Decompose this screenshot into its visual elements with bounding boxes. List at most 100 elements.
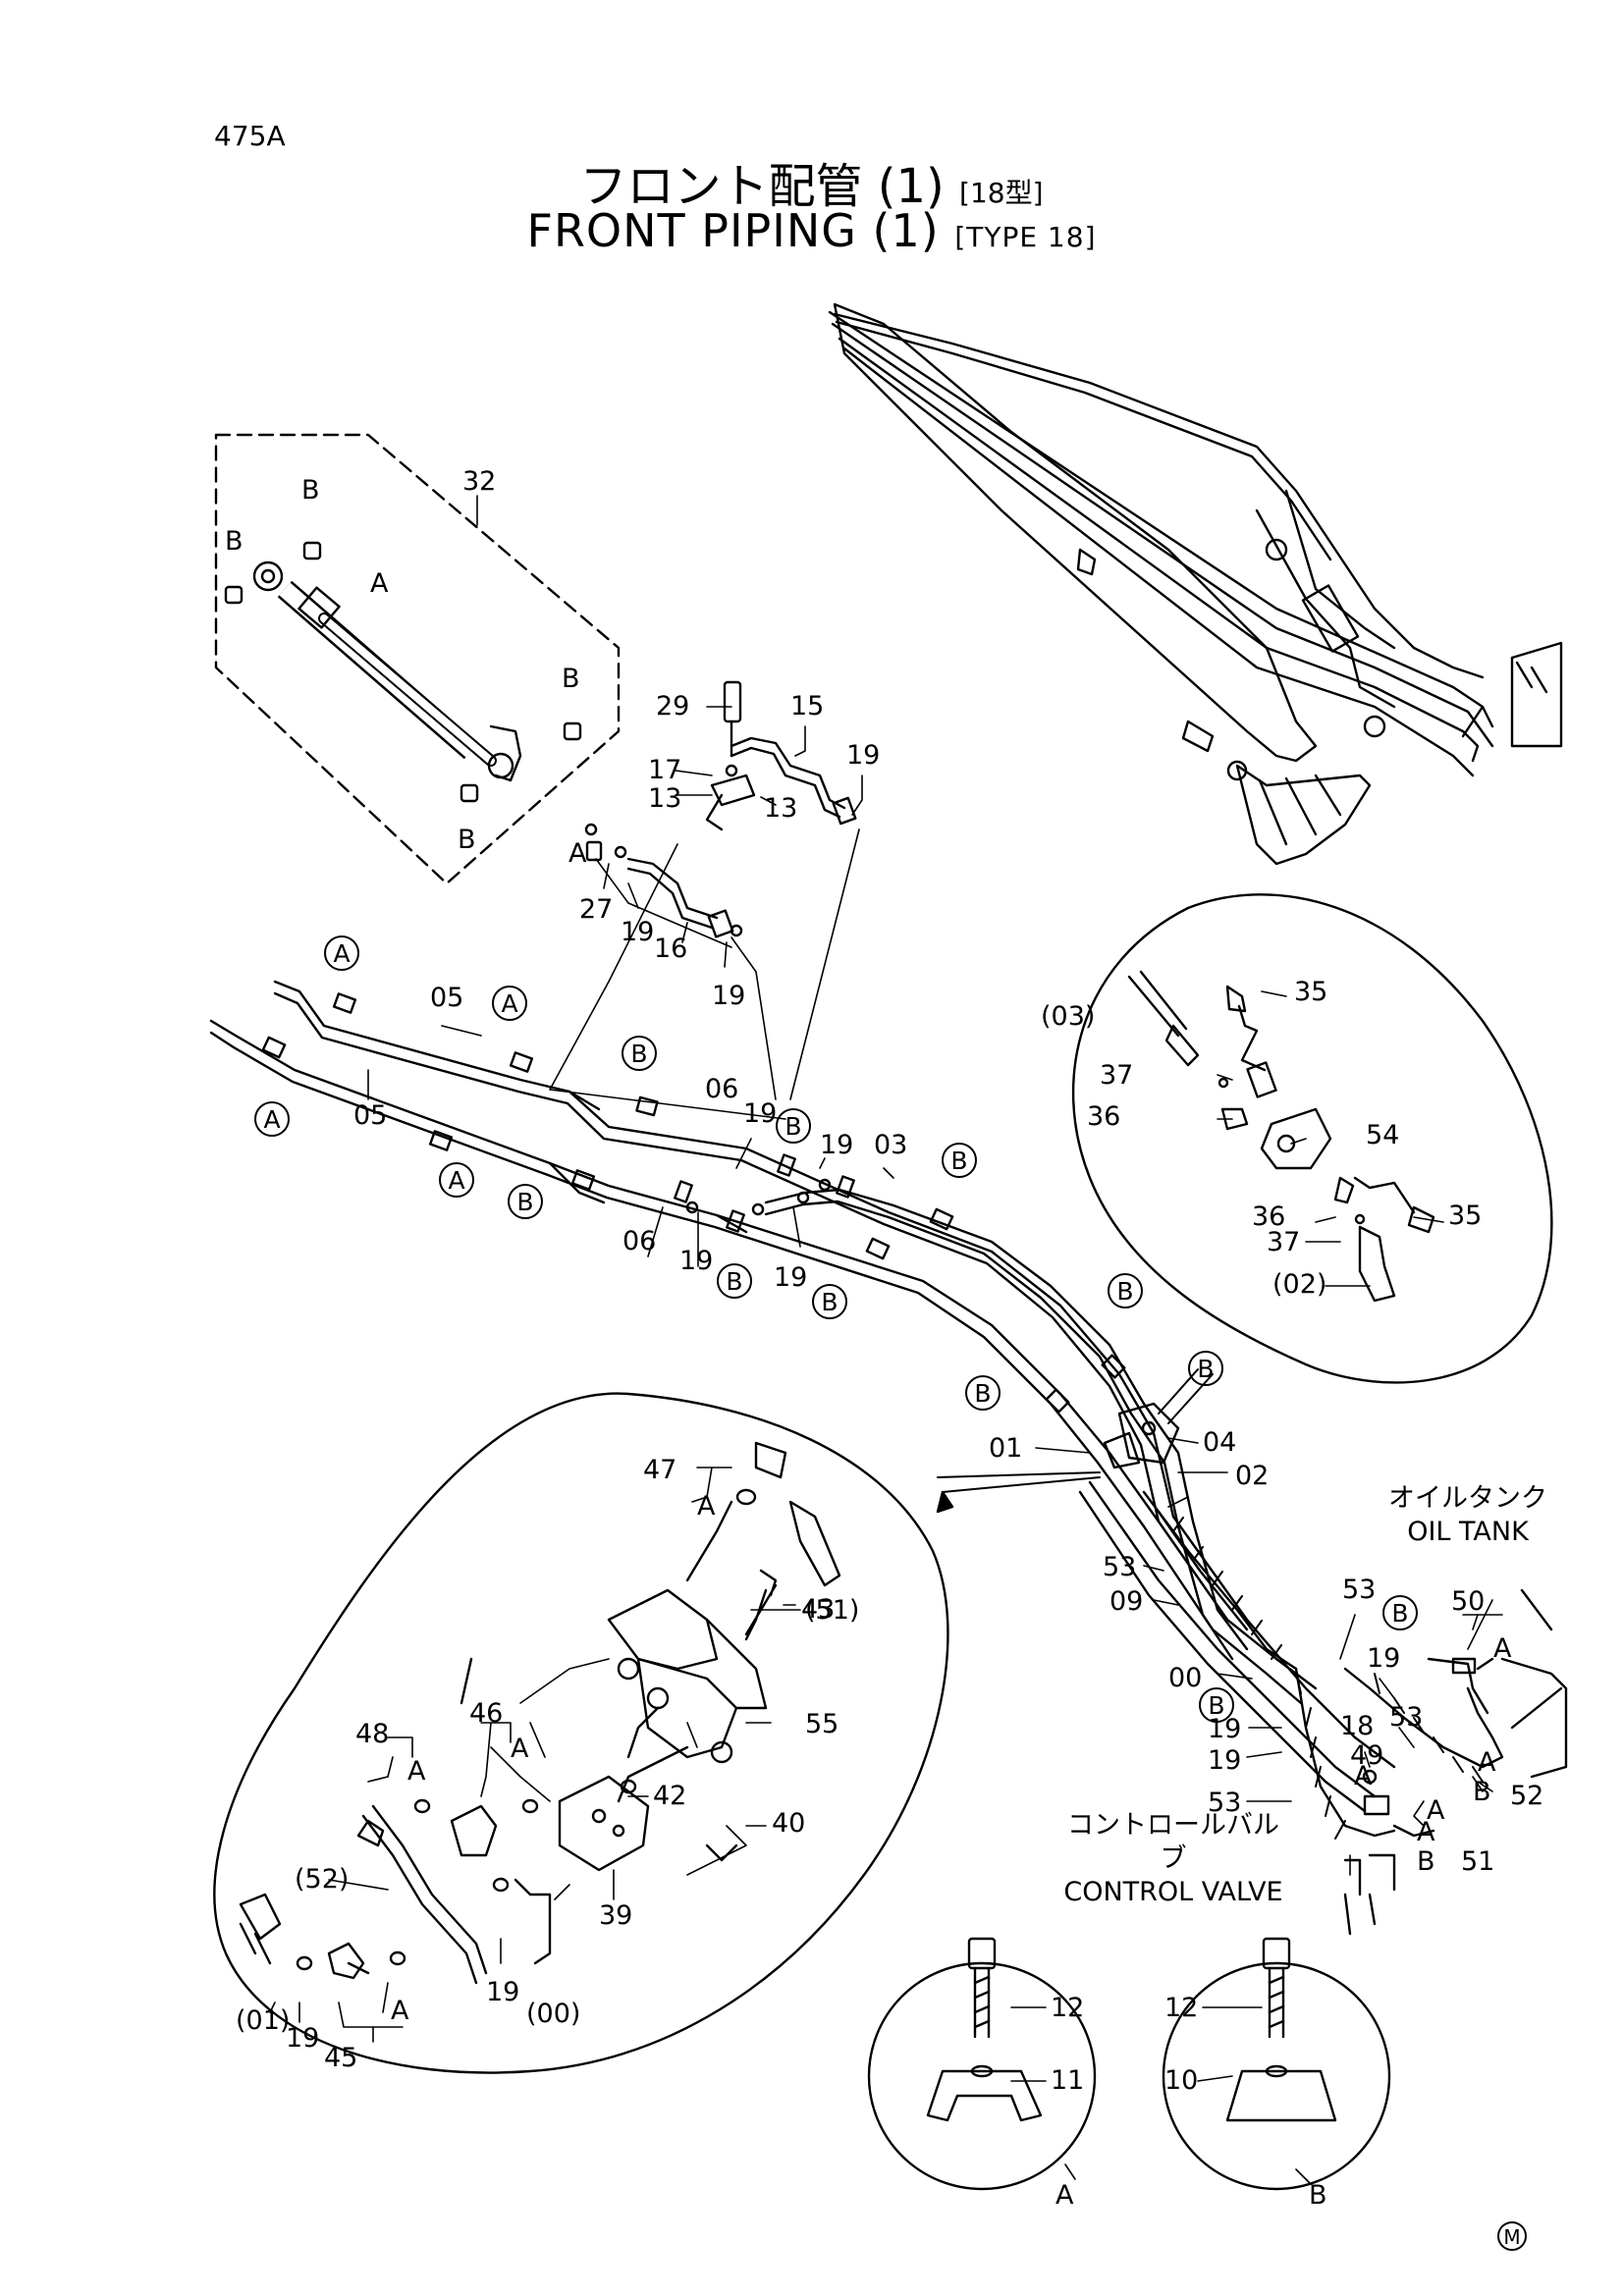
part-label: 13	[648, 783, 681, 814]
part-label: (00)	[526, 1999, 580, 2029]
part-label: 37	[1100, 1060, 1133, 1091]
callout-b: B	[942, 1143, 977, 1178]
m-mark: M	[1497, 2221, 1527, 2251]
part-label: 29	[656, 691, 689, 721]
part-label: 06	[622, 1226, 656, 1256]
svg-text:B: B	[1391, 1599, 1408, 1628]
page-title-japanese: フロント配管 (1) [18型]	[0, 147, 1623, 216]
part-label: 37	[1267, 1227, 1300, 1257]
part-label: 27	[579, 894, 613, 925]
part-label: 16	[654, 934, 687, 964]
part-label: 19	[846, 740, 880, 771]
part-label: 35	[1294, 977, 1327, 1007]
part-label: 06	[705, 1074, 738, 1104]
callout-b: B	[622, 1036, 657, 1071]
part-label: 47	[643, 1455, 676, 1485]
callout-a: A	[492, 986, 527, 1021]
part-label: 19	[820, 1130, 853, 1160]
label-a: A	[1427, 1795, 1445, 1826]
svg-text:A: A	[333, 939, 350, 968]
part-label: 12	[1164, 1993, 1198, 2023]
part-label: 19	[679, 1246, 713, 1276]
part-label: 54	[1366, 1120, 1399, 1150]
svg-text:A: A	[263, 1105, 280, 1134]
title-jp-type: [18型]	[959, 177, 1044, 209]
callout-b: B	[776, 1108, 811, 1144]
svg-text:B: B	[784, 1112, 801, 1141]
part-label: 45	[324, 2043, 357, 2073]
control-valve-en: CONTROL VALVE	[1063, 1877, 1283, 1907]
part-label: 39	[599, 1900, 632, 1931]
callout-b: B	[717, 1263, 752, 1299]
detail-circle-a	[867, 1937, 1097, 2191]
part-label: 17	[648, 755, 681, 785]
callout-b: B	[508, 1184, 543, 1219]
detail-a-label: A	[1055, 2180, 1074, 2211]
part-number-labels: 32 29 15 17 13 13 19 27 19 16 19 05 05 0…	[236, 466, 1543, 2211]
callout-b: B	[1382, 1595, 1418, 1630]
svg-text:B: B	[974, 1379, 991, 1408]
lower-pipe-run	[1142, 1490, 1568, 1936]
label-a: A	[1417, 1817, 1435, 1847]
part-label: 15	[790, 691, 824, 721]
callout-a: A	[254, 1101, 290, 1137]
part-label: (03)	[1041, 1001, 1095, 1032]
label-b: B	[225, 526, 243, 557]
label-a: A	[511, 1734, 529, 1764]
part-label: 40	[772, 1808, 805, 1839]
detail-circle-b	[1162, 1937, 1391, 2191]
part-label: 19	[286, 2023, 319, 2054]
part-label: 36	[1252, 1201, 1285, 1232]
part-label: (51)	[805, 1595, 859, 1626]
label-a: A	[568, 838, 587, 869]
title-en-type: [TYPE 18]	[954, 221, 1097, 253]
label-a: A	[1354, 1761, 1373, 1791]
part-label: 36	[1087, 1101, 1120, 1132]
label-a: A	[1493, 1633, 1512, 1664]
label-a: A	[1478, 1747, 1496, 1778]
detail-circle-left	[213, 1392, 1101, 2074]
label-b: B	[301, 475, 320, 506]
svg-text:B: B	[821, 1288, 838, 1316]
part-label: 05	[353, 1100, 387, 1131]
boom-arm-overview	[828, 302, 1563, 866]
part-label: 19	[774, 1262, 807, 1293]
part-label: 00	[1168, 1663, 1202, 1693]
svg-text:B: B	[950, 1147, 967, 1175]
page-title-english: FRONT PIPING (1) [TYPE 18]	[0, 204, 1623, 257]
label-a: A	[370, 568, 389, 599]
part-label: 01	[989, 1433, 1022, 1464]
svg-text:A: A	[501, 989, 517, 1018]
part-label: 19	[1367, 1643, 1400, 1674]
svg-text:M: M	[1503, 2225, 1520, 2249]
label-b: B	[1417, 1846, 1435, 1877]
part-label: 53	[1208, 1788, 1241, 1818]
part-label: 12	[1051, 1993, 1084, 2023]
oil-tank-jp: オイルタンク	[1388, 1483, 1547, 1514]
svg-text:A: A	[448, 1166, 464, 1195]
callout-group: A A A A B B B B B B B B B B B	[254, 935, 1418, 1723]
cylinder-detail-box	[214, 433, 621, 885]
label-b: B	[458, 825, 476, 855]
callout-a: A	[324, 935, 359, 971]
part-label: 09	[1109, 1586, 1143, 1617]
svg-text:B: B	[630, 1040, 647, 1068]
part-label: 48	[355, 1719, 389, 1749]
part-label: (52)	[295, 1864, 349, 1895]
callout-b: B	[812, 1284, 847, 1319]
part-label: 10	[1164, 2065, 1198, 2096]
callout-b: B	[1108, 1273, 1143, 1308]
part-label: 42	[653, 1781, 686, 1811]
part-label: 49	[1350, 1740, 1383, 1771]
svg-text:B: B	[1116, 1277, 1133, 1306]
part-label: 32	[462, 466, 496, 497]
small-pipe-assembly	[549, 680, 860, 1120]
label-b: B	[562, 664, 580, 694]
part-label: 53	[1103, 1552, 1136, 1582]
part-label: 13	[764, 793, 797, 824]
svg-text:B: B	[1208, 1691, 1224, 1720]
part-label: 55	[805, 1709, 839, 1739]
part-label: 51	[1461, 1846, 1494, 1877]
callout-a: A	[439, 1162, 474, 1198]
